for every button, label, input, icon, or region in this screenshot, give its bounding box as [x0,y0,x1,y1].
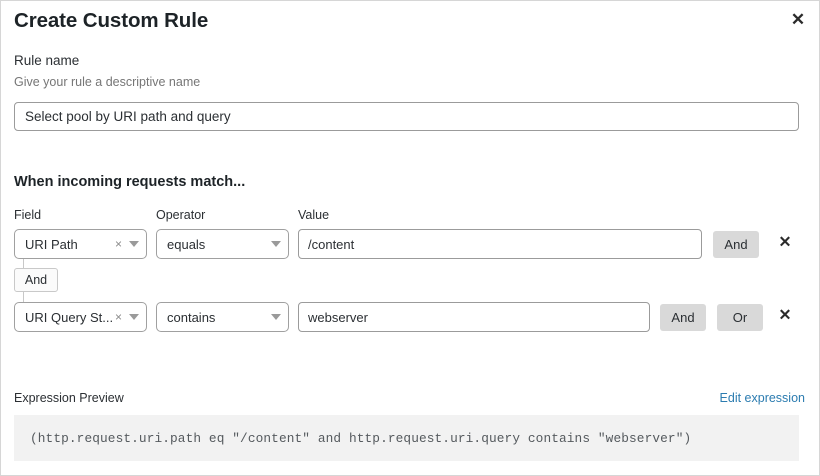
delete-condition-icon-1[interactable]: ✕ [778,307,792,325]
value-input-0[interactable] [298,229,702,259]
rule-name-hint: Give your rule a descriptive name [14,75,201,89]
operator-select-0[interactable]: equals [156,229,289,259]
page-title: Create Custom Rule [14,9,209,32]
clear-icon[interactable]: × [114,237,122,251]
value-input-1[interactable] [298,302,650,332]
column-header-operator: Operator [156,208,206,222]
close-icon[interactable]: ✕ [790,9,806,29]
chevron-down-icon [271,314,281,320]
chevron-down-icon [271,241,281,247]
field-select-0[interactable]: URI Path × [14,229,147,259]
clear-icon[interactable]: × [114,310,122,324]
rule-name-input[interactable] [14,102,799,131]
expression-preview-text: (http.request.uri.path eq "/content" and… [30,430,692,446]
field-select-value: URI Path [25,236,78,252]
connector-and-chip[interactable]: And [14,268,58,292]
delete-condition-icon-0[interactable]: ✕ [778,234,792,252]
expression-preview-label: Expression Preview [14,391,124,405]
chevron-down-icon [129,241,139,247]
column-header-field: Field [14,208,42,222]
condition-connector: And [14,259,154,303]
field-select-value: URI Query St... [25,309,114,325]
chevron-down-icon [129,314,139,320]
column-header-value: Value [298,208,330,222]
expression-preview-box: (http.request.uri.path eq "/content" and… [14,415,799,461]
match-section-heading: When incoming requests match... [14,174,246,190]
operator-select-1[interactable]: contains [156,302,289,332]
rule-name-label: Rule name [14,53,80,68]
and-button-1[interactable]: And [660,304,706,331]
field-select-1[interactable]: URI Query St... × [14,302,147,332]
operator-select-value: contains [167,309,216,325]
operator-select-value: equals [167,236,206,252]
and-button-0[interactable]: And [713,231,759,258]
edit-expression-link[interactable]: Edit expression [719,391,805,405]
or-button-1[interactable]: Or [717,304,763,331]
